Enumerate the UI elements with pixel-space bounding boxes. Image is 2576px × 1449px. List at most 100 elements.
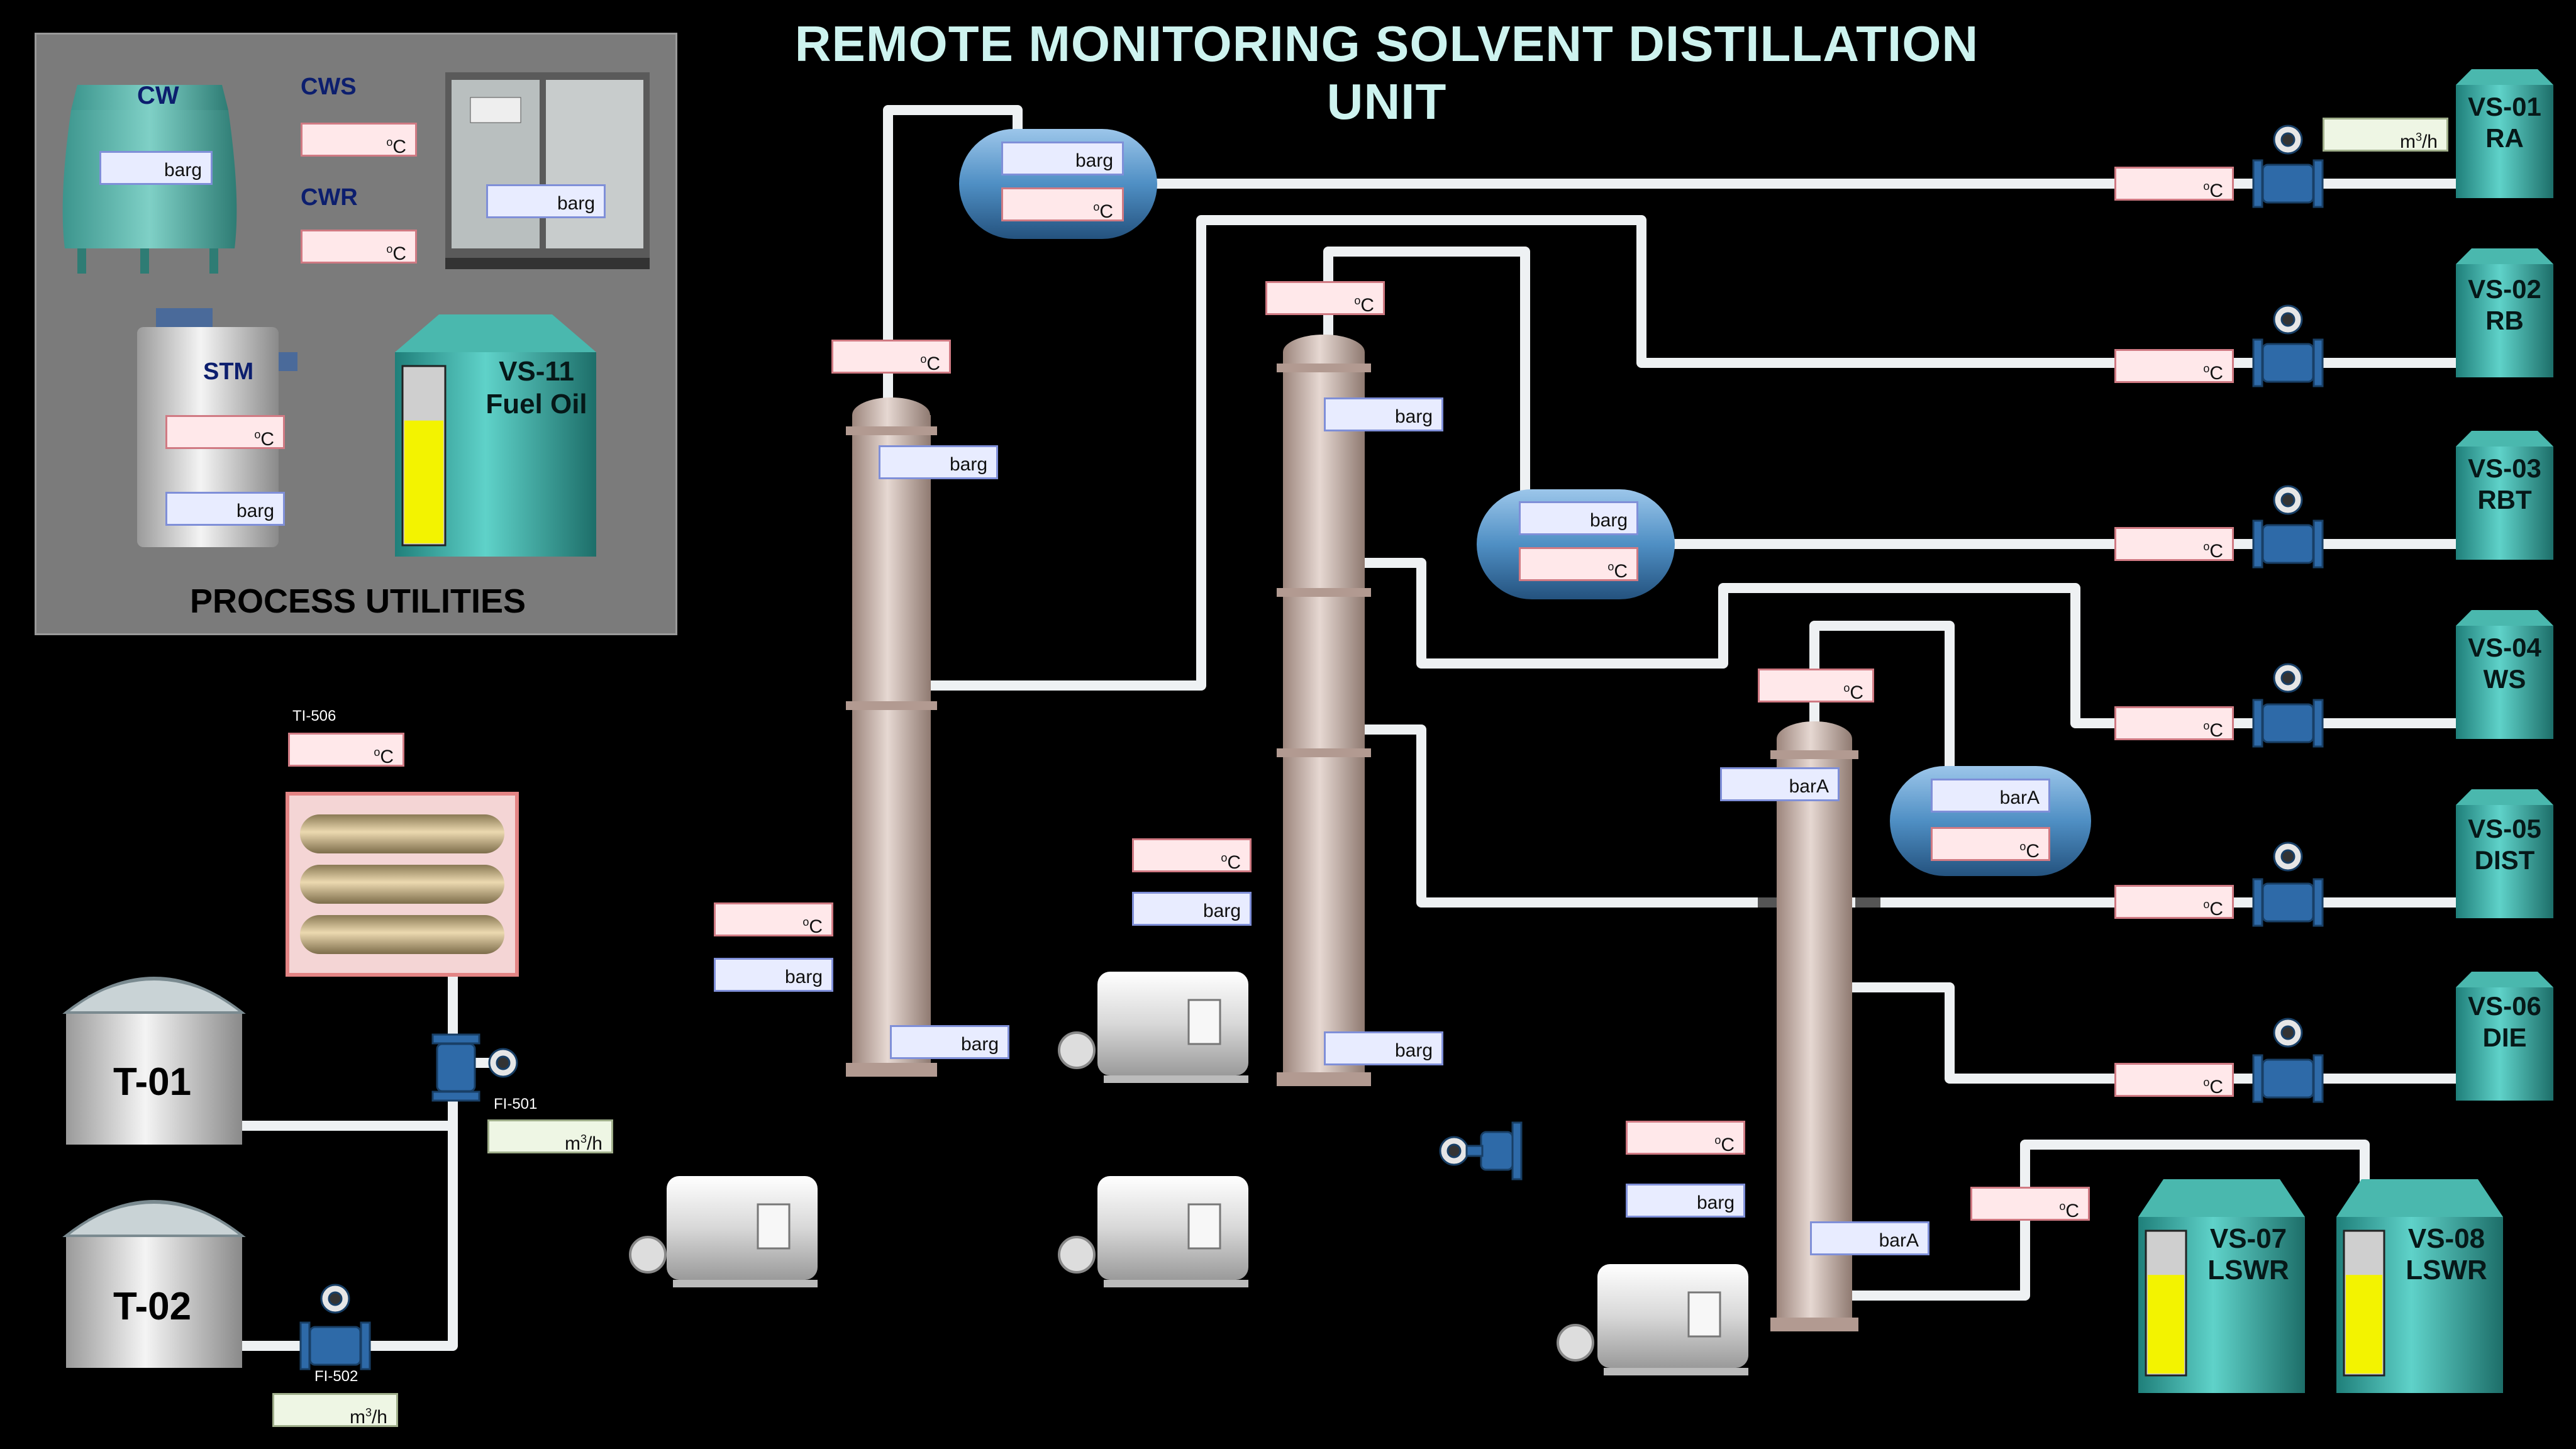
flowmeter-fi501-icon xyxy=(431,1033,518,1102)
fuel-oil-tank-icon xyxy=(395,314,596,557)
tank-vs05 xyxy=(2456,789,2553,918)
cws-temperature-field[interactable]: oC xyxy=(301,123,417,157)
feed-tank-t01 xyxy=(62,977,246,1145)
drum3-pressure-field[interactable]: barA xyxy=(1931,779,2050,813)
reboiler-col2a xyxy=(1058,972,1248,1083)
tank-vs02 xyxy=(2456,248,2553,377)
flowmeter-rb-icon xyxy=(2252,304,2324,387)
col1-bottom-pressure-field[interactable]: barg xyxy=(890,1025,1009,1059)
fuel-tank-sub: Fuel Oil xyxy=(486,389,587,419)
fi501-flow-field[interactable]: m3/h xyxy=(487,1119,613,1154)
cws-label: CWS xyxy=(301,74,357,100)
fuel-level-fill xyxy=(404,420,443,543)
rb-temperature-field[interactable]: oC xyxy=(2114,349,2234,384)
flowmeter-ra-icon xyxy=(2252,125,2324,208)
process-utilities-panel: CW barg CWS oC CWR oC barg STM oC barg V… xyxy=(35,33,677,635)
pipe-lswr-product xyxy=(1849,1140,2370,1301)
feed-tank-t02 xyxy=(62,1200,246,1368)
tank-vs06 xyxy=(2456,972,2553,1101)
reboiler-col3 xyxy=(1557,1264,1748,1375)
col2-reboiler-pressure-field[interactable]: barg xyxy=(1132,892,1252,926)
vs08-level-fill xyxy=(2346,1275,2382,1374)
cw-pressure-field[interactable]: barg xyxy=(99,151,213,185)
cwr-label: CWR xyxy=(301,184,358,211)
rbt-temperature-field[interactable]: oC xyxy=(2114,527,2234,562)
col2-reboiler-temperature-field[interactable]: oC xyxy=(1132,838,1252,873)
process-utilities-title: PROCESS UTILITIES xyxy=(189,582,526,620)
col3-bottom-pressure-field[interactable]: barA xyxy=(1810,1221,1929,1255)
col3-top-pressure-field[interactable]: barA xyxy=(1720,767,1840,801)
pipe-feed-t02 xyxy=(239,962,458,1351)
reboiler-col2b xyxy=(1058,1176,1248,1287)
storage-tank-vs08 xyxy=(2336,1179,2503,1393)
pipe-joint xyxy=(1855,897,1880,908)
t01-label: T-01 xyxy=(113,1060,192,1104)
cw-label: CW xyxy=(137,82,179,109)
flowmeter-fi502-icon xyxy=(299,1284,371,1370)
dist-temperature-field[interactable]: oC xyxy=(2114,885,2234,919)
compressor-pressure-field[interactable]: barg xyxy=(486,184,606,218)
flowmeter-rbt-icon xyxy=(2252,485,2324,569)
fi502-flow-field[interactable]: m3/h xyxy=(272,1393,398,1428)
stm-label: STM xyxy=(203,358,254,385)
ti506-temperature-field[interactable]: oC xyxy=(288,733,404,767)
tank-vs03 xyxy=(2456,431,2553,560)
page-title: REMOTE MONITORING SOLVENT DISTILLATION U… xyxy=(794,16,1979,130)
stm-pressure-field[interactable]: barg xyxy=(165,492,285,526)
col3-top-temperature-field[interactable]: oC xyxy=(1758,669,1874,703)
ra-flow-field[interactable]: m3/h xyxy=(2323,118,2448,152)
die-temperature-field[interactable]: oC xyxy=(2114,1063,2234,1097)
fuel-tank-label: VS-11 Fuel Oil xyxy=(474,355,599,421)
vs07-level-fill xyxy=(2148,1275,2184,1374)
flowmeter-ws-icon xyxy=(2252,663,2324,748)
lswr-temperature-field[interactable]: oC xyxy=(1970,1187,2090,1221)
drum2-pressure-field[interactable]: barg xyxy=(1519,501,1638,535)
flowmeter-dist-icon xyxy=(2252,841,2324,927)
compressor-cabinet-icon xyxy=(445,72,650,269)
col3-reboiler-temperature-field[interactable]: oC xyxy=(1626,1121,1745,1155)
tank-vs01 xyxy=(2456,69,2553,198)
col2-bottom-pressure-field[interactable]: barg xyxy=(1324,1031,1443,1065)
flowmeter-die-icon xyxy=(2252,1018,2324,1103)
flow-meters[interactable] xyxy=(299,125,2324,1370)
col2-top-temperature-field[interactable]: oC xyxy=(1265,281,1385,316)
ra-temperature-field[interactable]: oC xyxy=(2114,167,2234,201)
tank-vs04 xyxy=(2456,610,2553,739)
col1-top-temperature-field[interactable]: oC xyxy=(831,340,951,374)
pipe-col1-overhead xyxy=(883,105,1023,399)
col2-top-pressure-field[interactable]: barg xyxy=(1324,397,1443,431)
ti506-tag: TI-506 xyxy=(292,708,336,724)
distillation-column-2 xyxy=(1277,335,1371,1086)
drum1-temperature-field[interactable]: oC xyxy=(1001,187,1124,222)
drum3-temperature-field[interactable]: oC xyxy=(1931,827,2050,862)
cwr-temperature-field[interactable]: oC xyxy=(301,230,417,264)
drum1-pressure-field[interactable]: barg xyxy=(1001,142,1124,175)
t02-label: T-02 xyxy=(113,1285,192,1328)
col1-feed-temperature-field[interactable]: oC xyxy=(714,902,833,937)
pipe-col2-side-dist xyxy=(1365,724,2462,908)
pipe-col2-side-ws xyxy=(1365,558,2462,728)
fi501-tag: FI-501 xyxy=(494,1096,538,1113)
col1-feed-pressure-field[interactable]: barg xyxy=(714,958,833,992)
col1-top-pressure-field[interactable]: barg xyxy=(879,445,998,479)
drum2-temperature-field[interactable]: oC xyxy=(1519,547,1638,582)
fi502-tag: FI-502 xyxy=(314,1368,358,1385)
flowmeter-misc-icon xyxy=(1439,1121,1523,1180)
ws-temperature-field[interactable]: oC xyxy=(2114,706,2234,741)
reboiler-col1 xyxy=(629,1176,818,1287)
col3-reboiler-pressure-field[interactable]: barg xyxy=(1626,1184,1745,1218)
storage-tank-vs07 xyxy=(2138,1179,2305,1393)
distillation-column-1 xyxy=(846,397,937,1077)
stm-temperature-field[interactable]: oC xyxy=(165,415,285,450)
product-tanks xyxy=(2456,69,2553,1101)
heat-exchanger xyxy=(286,792,519,977)
pipe-col1-side-to-col2 xyxy=(931,215,2462,691)
